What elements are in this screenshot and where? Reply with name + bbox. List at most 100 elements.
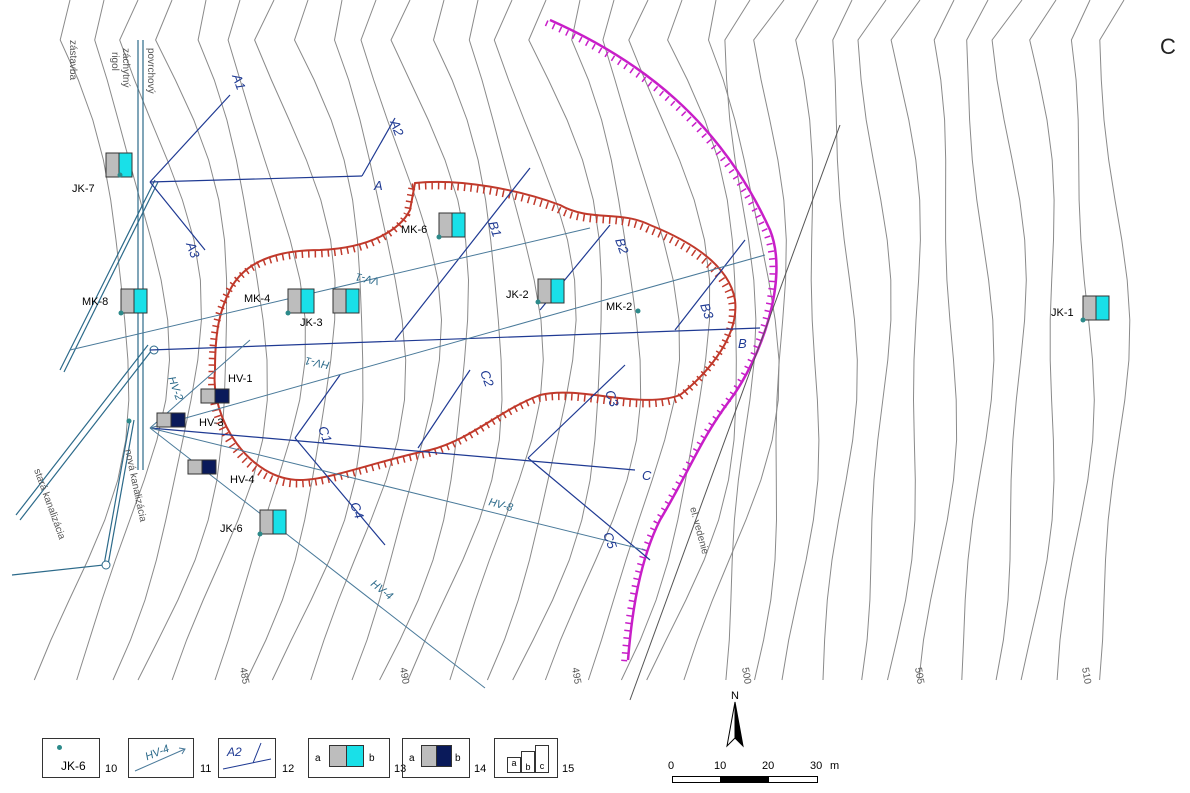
borehole-label-mk-4: MK-4: [244, 293, 270, 305]
label-zastavba: zástavba: [67, 40, 78, 80]
legend-14-num: 14: [474, 763, 487, 775]
profile-label-a: A: [373, 178, 383, 193]
profile-label-c2: C2: [477, 368, 497, 389]
borehole-jk-6-dot: [257, 531, 263, 537]
contour-label-505: 505: [912, 667, 926, 686]
borehole-label-jk-1: JK-1: [1051, 307, 1074, 319]
borehole-label-mk-6: MK-6: [401, 224, 427, 236]
borehole-label-mk-8: MK-8: [82, 296, 108, 308]
power-line: [629, 124, 841, 701]
profile-label-b2: B2: [612, 236, 632, 257]
borehole-mk-6-dot: [436, 234, 442, 240]
borehole-mk-8-dot: [118, 310, 124, 316]
contour-label-485: 485: [237, 667, 251, 686]
legend-item-10: JK-6: [42, 738, 100, 778]
profile-label-a3: A3: [183, 239, 203, 261]
profile-label-b3: B3: [697, 301, 717, 322]
borehole-label-hv-3: HV-3: [199, 417, 223, 429]
borehole-hv-1-grey: [200, 388, 216, 404]
legend-item-15: a b c: [494, 738, 558, 778]
legend-15-a: a: [507, 757, 521, 773]
profile-label-c4: C4: [347, 500, 367, 521]
profile-lines: [149, 94, 761, 561]
scale-unit: m: [830, 760, 840, 772]
inclinometer-cyan-icon: [346, 745, 364, 767]
drain-label-hv-1: HV-1: [304, 354, 331, 371]
borehole-jk-1-grey: [1082, 295, 1097, 321]
borehole-label-jk-6: JK-6: [220, 523, 243, 535]
contour-label-510: 510: [1079, 667, 1093, 686]
borehole-mk-8-fill: [133, 288, 148, 314]
drain-label-hv-4: HV-4: [368, 578, 395, 603]
borehole-label-jk-3: JK-3: [300, 317, 323, 329]
contour-lines: [33, 0, 1131, 681]
borehole-label-mk-2: MK-2: [606, 301, 632, 313]
profile-label-b: B: [738, 336, 747, 351]
borehole-jk-3-grey: [332, 288, 347, 314]
drain-arrow-icon: [134, 747, 186, 772]
borehole-jk-1-dot: [1080, 317, 1086, 323]
legend-13-b: b: [369, 753, 375, 764]
legend-14-a: a: [409, 753, 415, 764]
borehole-jk-3-fill: [345, 288, 360, 314]
legend-12-num: 12: [282, 763, 295, 775]
profile-label-a2: A2: [387, 117, 407, 139]
profile-label-c3: C3: [602, 388, 622, 409]
legend-14-b: b: [455, 753, 461, 764]
landslide-boundary: [213, 180, 737, 482]
borehole-mk-2-dot: [635, 308, 641, 314]
contour-label-500: 500: [739, 667, 753, 686]
legend-10-label: JK-6: [61, 759, 86, 773]
profile-label-c1: C1: [315, 424, 335, 445]
profile-line-icon: [222, 742, 272, 770]
legend-12-label: A2: [227, 745, 242, 759]
borehole-mk-4-grey: [287, 288, 302, 314]
well-grey-icon: [421, 745, 437, 767]
drain-label-vv-1: VV-1: [355, 270, 381, 287]
borehole-hv-4-grey: [187, 459, 203, 475]
north-arrow-icon: [726, 701, 744, 748]
well-navy-icon: [436, 745, 452, 767]
borehole-jk-1-fill: [1095, 295, 1110, 321]
borehole-mk-6-fill: [451, 212, 466, 238]
borehole-mk-4-fill: [300, 288, 315, 314]
scale-tick-30: 30: [810, 760, 823, 772]
borehole-jk-6-grey: [259, 509, 274, 535]
profile-label-a1: A1: [229, 71, 249, 92]
scale-tick-10: 10: [714, 760, 727, 772]
borehole-hv-3-fill: [170, 412, 186, 428]
legend-15-b: b: [521, 751, 535, 773]
legend-13-a: a: [315, 753, 321, 764]
scale-tick-0: 0: [668, 760, 675, 772]
borehole-label-hv-1: HV-1: [228, 373, 252, 385]
legend-item-12: A2: [218, 738, 276, 778]
borehole-mk-8-grey: [120, 288, 135, 314]
legend-15-c: c: [535, 745, 549, 773]
legend-10-num: 10: [105, 763, 118, 775]
borehole-jk-6-fill: [272, 509, 287, 535]
contour-label-490: 490: [397, 667, 411, 686]
borehole-label-jk-7: JK-7: [72, 183, 95, 195]
borehole-jk-2-grey: [537, 278, 552, 304]
borehole-dot-icon: [57, 745, 62, 750]
profile-label-c5: C5: [600, 530, 620, 551]
legend-item-13: a b: [308, 738, 390, 778]
borehole-hv-4-fill: [201, 459, 217, 475]
borehole-mk-4-dot: [285, 310, 291, 316]
borehole-hv-3-dot: [126, 418, 132, 424]
legend-15-num: 15: [562, 763, 575, 775]
contour-label-495: 495: [569, 667, 583, 686]
borehole-hv-3-grey: [156, 412, 172, 428]
borehole-label-jk-2: JK-2: [506, 289, 529, 301]
north-label: N: [731, 690, 739, 702]
label-stara-kanalizacia: stará kanalizácia: [31, 467, 67, 541]
panel-letter: C: [1160, 34, 1176, 59]
legend-11-num: 11: [200, 763, 212, 775]
borehole-jk-7-grey: [105, 152, 120, 178]
label-el-vedenie: el. vedenie: [687, 506, 710, 556]
label-povrchovy: povrchový: [145, 48, 156, 94]
legend-item-14: a b: [402, 738, 470, 778]
label-zachytny: záchytný: [120, 48, 131, 87]
label-rigol: rigol: [109, 52, 120, 71]
